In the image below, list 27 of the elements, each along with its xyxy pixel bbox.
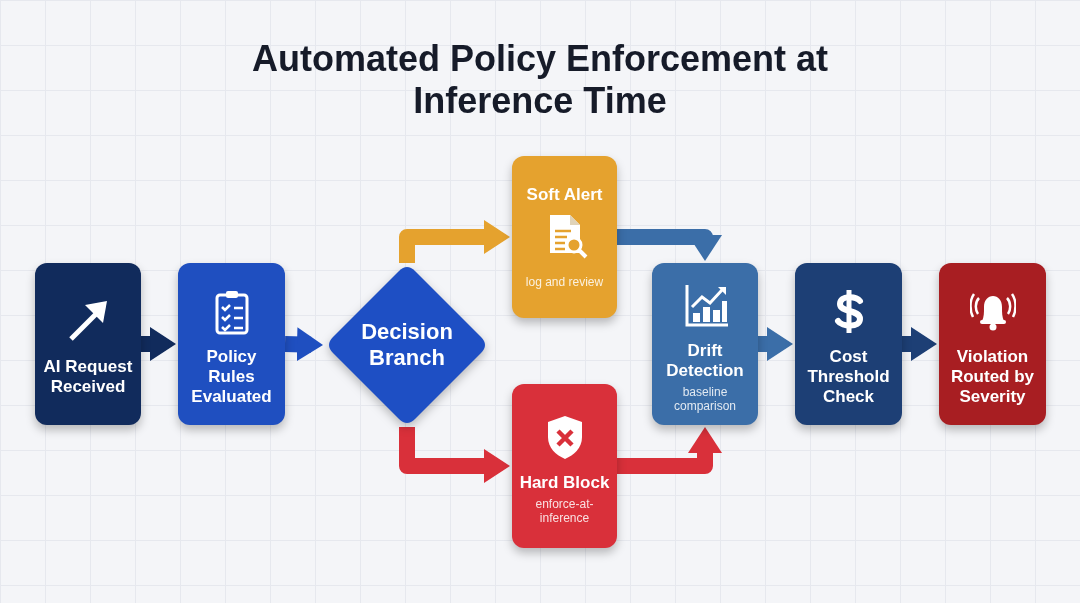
arrow xyxy=(902,327,937,361)
node-label: Violation Routed by Severity xyxy=(949,347,1036,407)
node-label: Cost Threshold Check xyxy=(806,347,891,407)
node-label: Policy Rules Evaluated xyxy=(190,347,273,407)
node-label: Soft Alert xyxy=(526,185,603,205)
node-label: Decision Branch xyxy=(360,319,454,371)
arrow xyxy=(284,327,323,362)
diagram-title: Automated Policy Enforcement at Inference Time xyxy=(250,38,830,122)
arrow xyxy=(141,327,176,361)
node-label: Drift Detection xyxy=(665,341,745,381)
arrow xyxy=(617,427,722,474)
process-box xyxy=(652,263,758,425)
arrow xyxy=(758,327,793,361)
process-box xyxy=(512,384,617,548)
process-box xyxy=(939,263,1046,425)
process-box xyxy=(512,156,617,318)
arrow xyxy=(617,229,722,261)
node-subtitle: enforce-at-inference xyxy=(534,497,595,525)
node-label: Hard Block xyxy=(519,473,610,493)
node-subtitle: baseline comparison xyxy=(673,385,737,413)
node-label: AI Request Received xyxy=(42,357,134,397)
arrow xyxy=(399,427,510,483)
process-box xyxy=(35,263,141,425)
process-box xyxy=(795,263,902,425)
node-subtitle: log and review xyxy=(525,275,604,289)
arrow xyxy=(399,220,510,263)
process-box xyxy=(178,263,285,425)
